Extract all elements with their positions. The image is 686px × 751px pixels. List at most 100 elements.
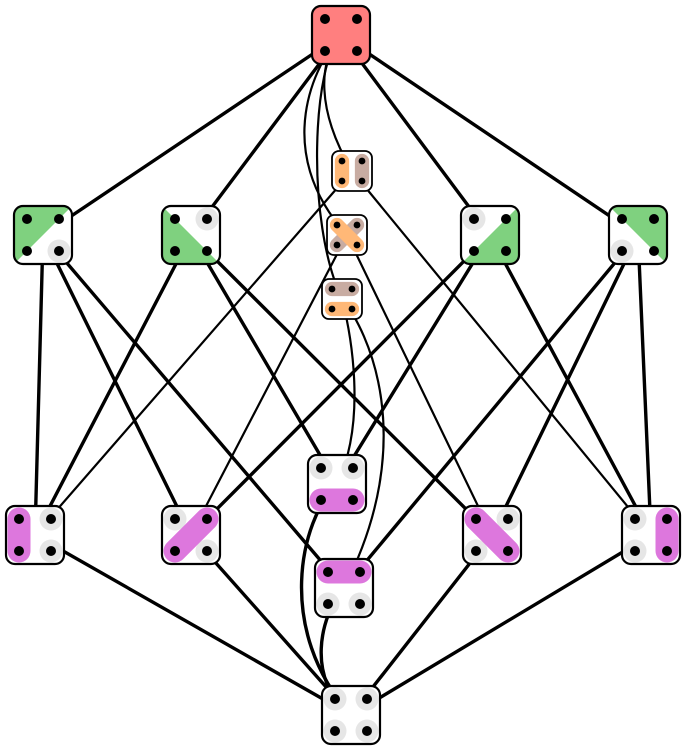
node-dot: [22, 246, 32, 256]
node-pink-diagonal: [461, 504, 523, 566]
node-dot: [330, 726, 340, 736]
node-dot: [501, 246, 511, 256]
node-dot: [333, 241, 341, 249]
edge-green-tl-tr-br-to-pink-diagonal: [490, 233, 640, 537]
node-green-tl-tr-bl: [12, 204, 74, 266]
edge-top-all-merged-to-green-tl-tr-br: [339, 33, 640, 237]
node-dot: [170, 214, 180, 224]
node-pink-top: [313, 557, 375, 619]
node-dot: [14, 546, 24, 556]
node-dot: [348, 495, 358, 505]
node-dot: [333, 221, 341, 229]
node-dot: [503, 514, 513, 524]
node-pink-right: [620, 504, 682, 566]
node-dot: [355, 599, 365, 609]
node-green-tr-bl-br: [459, 204, 521, 266]
node-dot: [471, 546, 481, 556]
node-dot: [170, 546, 180, 556]
node-pink-left: [4, 504, 66, 566]
node-pink-bottom: [306, 453, 368, 515]
node-dot: [348, 285, 356, 293]
node-dot: [503, 546, 513, 556]
node-dot: [630, 514, 640, 524]
node-dot: [630, 546, 640, 556]
node-dot: [202, 214, 212, 224]
node-dot: [202, 514, 212, 524]
node-dot: [358, 177, 366, 185]
edge-green-tr-bl-br-to-pink-right: [488, 233, 653, 537]
node-dot: [617, 246, 627, 256]
node-dot: [501, 214, 511, 224]
edge-pink-anti-diagonal-to-bottom-all-separate: [189, 533, 353, 717]
node-dot: [330, 694, 340, 704]
node-dot: [338, 157, 346, 165]
node-green-tl-bl-br: [160, 204, 222, 266]
edge-green-tr-bl-br-to-pink-bottom: [335, 233, 492, 486]
edge-green-tl-bl-br-to-pink-left: [33, 233, 193, 537]
node-dot: [662, 514, 672, 524]
node-dot: [353, 241, 361, 249]
node-dot: [46, 546, 56, 556]
node-dot: [323, 567, 333, 577]
edge-orange-diagonal-to-pink-diagonal: [345, 233, 494, 537]
node-bottom-all-separate: [320, 684, 382, 746]
edge-green-tl-tr-bl-to-pink-left: [33, 233, 45, 537]
node-dot: [649, 214, 659, 224]
node-dot: [469, 214, 479, 224]
edge-green-tl-tr-bl-to-pink-anti-diagonal: [41, 233, 193, 537]
node-dot: [348, 305, 356, 313]
node-dot: [348, 463, 358, 473]
edge-top-all-merged-to-green-tl-bl-br: [189, 33, 343, 237]
edge-pink-right-to-bottom-all-separate: [349, 533, 653, 717]
node-dot: [362, 726, 372, 736]
node-pink-anti-diagonal: [160, 504, 222, 566]
node-dot: [362, 694, 372, 704]
node-dot: [352, 46, 362, 56]
node-orange-diagonal: [326, 214, 368, 256]
node-dot: [320, 14, 330, 24]
node-dot: [353, 221, 361, 229]
node-dot: [46, 514, 56, 524]
node-dot: [14, 514, 24, 524]
node-dot: [649, 246, 659, 256]
node-top-all-merged: [310, 4, 372, 66]
node-dot: [170, 514, 180, 524]
edge-green-tl-tr-bl-to-pink-top: [41, 233, 346, 590]
node-dot: [54, 246, 64, 256]
edge-green-tl-tr-br-to-pink-top: [342, 233, 640, 590]
edge-top-all-merged-to-green-tl-tr-bl: [41, 33, 343, 237]
node-dot: [352, 14, 362, 24]
node-dot: [662, 546, 672, 556]
node-dot: [316, 495, 326, 505]
node-green-tl-tr-br: [607, 204, 669, 266]
node-dot: [328, 285, 336, 293]
node-dot: [328, 305, 336, 313]
node-dot: [617, 214, 627, 224]
node-dot: [323, 599, 333, 609]
node-dot: [170, 246, 180, 256]
node-dot: [22, 214, 32, 224]
edge-green-tr-bl-br-to-pink-anti-diagonal: [189, 233, 492, 537]
edge-orange-vertical-to-pink-left: [33, 169, 354, 537]
node-dot: [54, 214, 64, 224]
node-dot: [320, 46, 330, 56]
node-dot: [355, 567, 365, 577]
node-dot: [202, 246, 212, 256]
edge-top-all-merged-to-green-tr-bl-br: [339, 33, 492, 237]
node-dot: [202, 546, 212, 556]
edge-green-tl-bl-br-to-pink-bottom: [189, 233, 339, 486]
node-dot: [338, 177, 346, 185]
node-dot: [316, 463, 326, 473]
nodes-layer: [4, 4, 682, 746]
node-orange-horizontal: [321, 278, 363, 320]
edge-orange-vertical-to-pink-right: [350, 169, 653, 537]
node-dot: [469, 246, 479, 256]
edge-pink-left-to-bottom-all-separate: [33, 533, 353, 717]
node-dot: [471, 514, 481, 524]
node-orange-vertical: [331, 150, 373, 192]
edge-green-tl-tr-br-to-pink-right: [636, 233, 653, 537]
edge-pink-diagonal-to-bottom-all-separate: [349, 533, 494, 717]
node-dot: [358, 157, 366, 165]
